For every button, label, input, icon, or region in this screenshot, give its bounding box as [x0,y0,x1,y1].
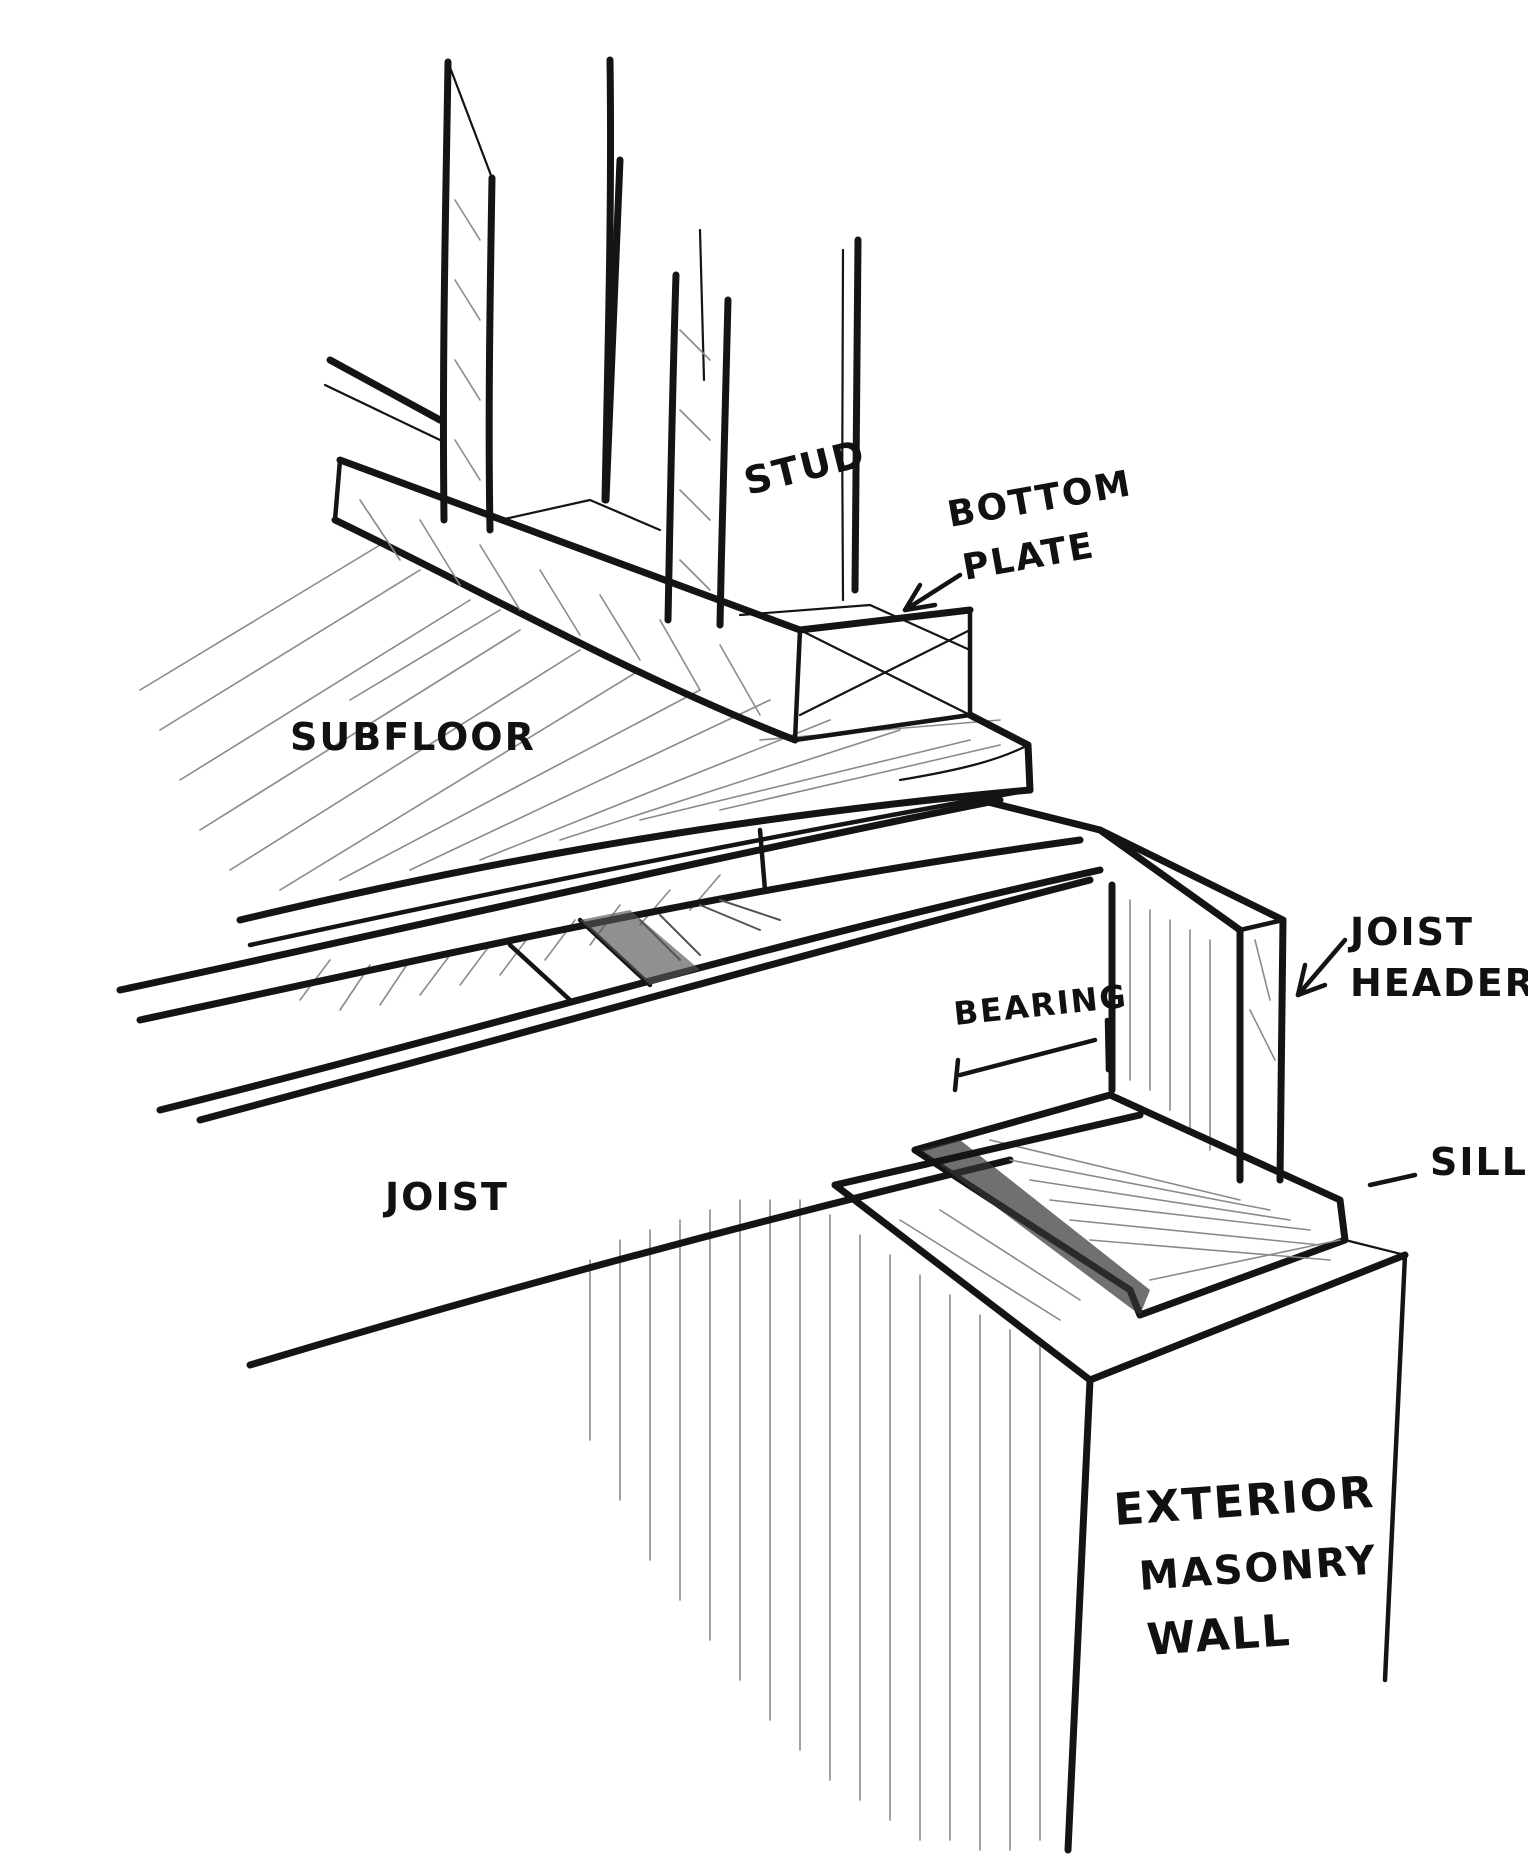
bottom-plate-arrow [902,572,963,613]
wall-hatching [589,1199,1041,1851]
subfloor-hatching [139,544,1001,891]
label-joist-header-line1: JOIST [1347,910,1474,954]
joist-blocking [507,827,781,1003]
joist-header [976,796,1287,1184]
back-plate-edge [326,356,444,424]
joist-header-arrow [1295,937,1348,998]
label-bottom-plate-line1: BOTTOM [944,463,1135,536]
subfloor-edge [236,711,1034,948]
bearing-dimension [952,1017,1111,1093]
label-wall-line2: MASONRY [1137,1537,1378,1600]
masonry-wall [831,1111,1409,1854]
label-bottom-plate-line2: PLATE [959,525,1098,589]
label-bearing: BEARING [952,977,1130,1033]
label-sill: SILL [1430,1140,1528,1184]
label-stud: STUD [740,431,871,504]
label-wall-line3: WALL [1145,1605,1293,1666]
stud-right [841,236,862,602]
label-joist: JOIST [382,1175,509,1219]
joist-top-lines [116,796,1104,1369]
sill [911,1091,1349,1319]
label-wall-line1: EXTERIOR [1112,1467,1377,1536]
stud-middle [601,56,732,629]
label-joist-header-line2: HEADER [1350,961,1528,1005]
bottom-plate [331,456,974,744]
sill-leader [1367,1172,1418,1188]
label-subfloor: SUBFLOOR [290,715,536,759]
stud-left [439,58,496,534]
